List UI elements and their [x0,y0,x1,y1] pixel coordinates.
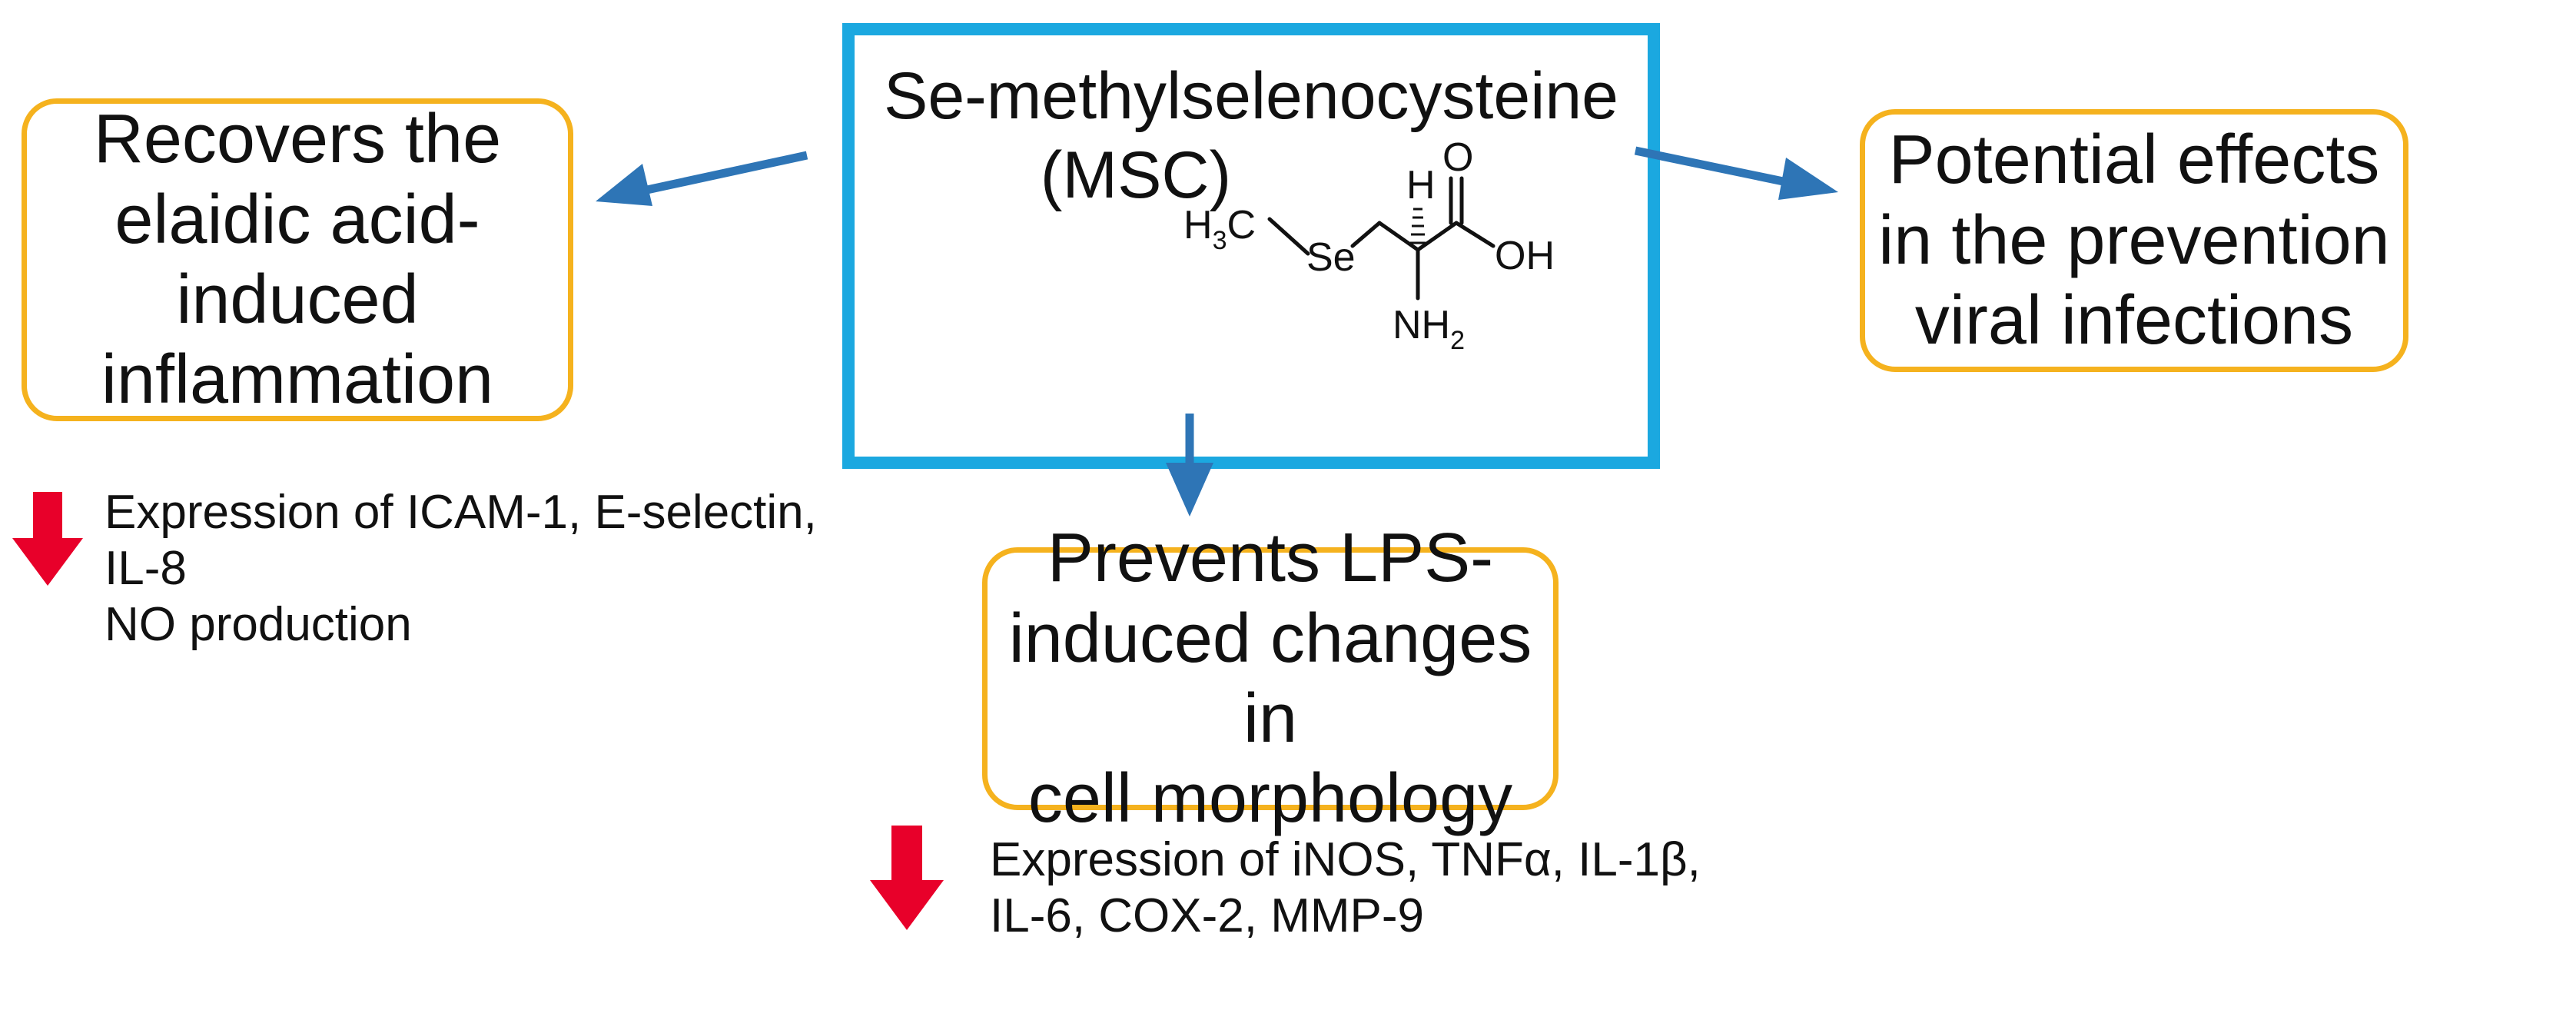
down-arrow-bottom-icon [870,826,944,930]
compound-title: Se-methylselenocysteine (MSC) [884,57,1618,215]
bottom-effects-text: Expression of iNOS, TNFα, IL-1β, IL-6, C… [990,832,1701,944]
effect-box-lps: Prevents LPS- induced changes in cell mo… [982,520,1559,837]
left-effects-text: Expression of ICAM-1, E-selectin, IL-8 N… [105,484,817,653]
arrow-to-inflammation [596,151,808,206]
left-effects-line-1: Expression of ICAM-1, E-selectin, [105,486,817,539]
arrow-to-viral [1634,146,1838,200]
amine-label: NH2 [1393,303,1465,355]
compound-title-line-1: Se-methylselenocysteine [883,59,1619,133]
methyl-label: H3C [1183,203,1256,255]
bond-c-oh [1454,221,1495,248]
viral-line-3: viral infections [1914,282,2354,360]
bond-calpha-ccarboxyl [1416,221,1459,252]
hydrogen-label: H [1406,163,1436,208]
arrow-to-lps [1166,414,1213,517]
bond-ch2-calpha [1377,221,1420,252]
inflammation-line-3: induced [176,261,419,338]
bond-se-ch2 [1350,221,1382,248]
inflammation-line-4: inflammation [101,341,494,419]
compound-box: Se-methylselenocysteine (MSC) [842,23,1660,469]
hydroxyl-label: OH [1495,234,1555,278]
inflammation-line-2: elaidic acid- [115,181,480,258]
bottom-effects-line-1: Expression of iNOS, TNFα, IL-1β, [990,833,1701,886]
inflammation-line-1: Recovers the [93,101,502,178]
left-effects-line-3: NO production [105,598,412,652]
oxygen-label: O [1442,135,1473,180]
effect-box-inflammation: Recovers the elaidic acid- induced infla… [22,98,573,421]
bond-methyl-se [1267,217,1310,256]
lps-line-2: induced changes in [1008,600,1532,757]
viral-line-1: Potential effects [1888,121,2380,199]
lps-line-3: cell morphology [1027,760,1513,838]
effect-box-viral: Potential effects in the prevention vira… [1860,109,2408,372]
left-effects-line-2: IL-8 [105,542,187,596]
hashed-wedge-bond [1410,208,1426,244]
viral-line-2: in the prevention [1878,201,2390,279]
bottom-effects-line-2: IL-6, COX-2, MMP-9 [990,889,1424,943]
lps-line-1: Prevents LPS- [1047,520,1494,597]
compound-title-line-2: (MSC) [1040,138,1232,213]
selenium-label: Se [1306,235,1356,280]
down-arrow-left-icon [12,492,83,586]
